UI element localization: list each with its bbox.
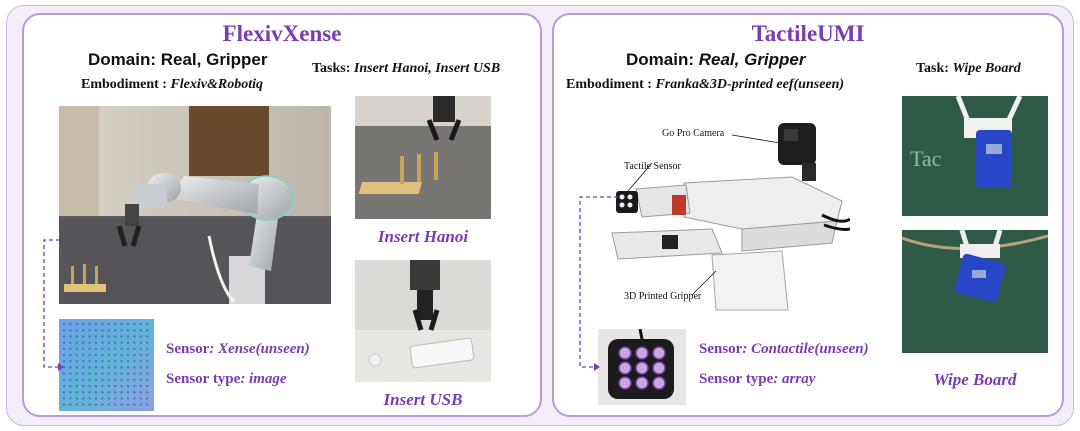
callout-tactile-sensor: Tactile Sensor (624, 161, 681, 172)
sensor-type-value: : image (240, 371, 287, 387)
callout-3d-printed-gripper: 3D Printed Gripper (624, 291, 702, 302)
wipe-board-photo-top: Tac (902, 96, 1048, 216)
panel-title-tactileumi: TactileUMI (751, 21, 865, 46)
sensor-label: Sensor (166, 341, 210, 357)
insert-hanoi-photo (355, 96, 491, 219)
tasks-label: Tasks: (312, 61, 351, 76)
domain-label: Domain: (88, 50, 156, 69)
embodiment-label: Embodiment : (566, 77, 652, 92)
tactileumi-gripper-photo (592, 105, 850, 313)
tactileumi-panel: TactileUMI Domain: Real, Gripper Embodim… (552, 13, 1064, 417)
sensor-type-value: : array (773, 371, 816, 387)
svg-text:Tac: Tac (910, 146, 942, 171)
sensor-type-line: Sensor type: image (166, 371, 287, 388)
sensor-line: Sensor: Contactile(unseen) (699, 341, 869, 358)
embodiment-value: Franka&3D-printed eef(unseen) (655, 77, 845, 92)
domain-value: Real, Gripper (698, 50, 806, 69)
embodiment-line: Embodiment : Franka&3D-printed eef(unsee… (566, 77, 844, 93)
sensor-value: : Xense(unseen) (209, 341, 310, 357)
panel-title-flexivxense: FlexivXense (222, 21, 342, 46)
embodiment-value: Flexiv&Robotiq (170, 77, 264, 92)
caption-wipe-board: Wipe Board (933, 370, 1017, 389)
domain-label: Domain: (626, 50, 694, 69)
contactile-sensor-image (598, 329, 686, 405)
sensor-label: Sensor (699, 341, 743, 357)
insert-usb-photo (355, 260, 491, 382)
domain-line: Domain: Real, Gripper (88, 50, 268, 70)
task-line: Task: Wipe Board (916, 61, 1021, 77)
domain-line: Domain: Real, Gripper (626, 50, 806, 70)
xense-sensor-image (59, 319, 154, 411)
flexivxense-panel: FlexivXense Domain: Real, Gripper Embodi… (22, 13, 542, 417)
sensor-type-line: Sensor type: array (699, 371, 815, 388)
sensor-type-label: Sensor type (166, 371, 241, 387)
caption-insert-hanoi: Insert Hanoi (377, 227, 469, 246)
embodiment-label: Embodiment : (81, 77, 167, 92)
embodiment-line: Embodiment : Flexiv&Robotiq (81, 77, 263, 93)
sensor-value: : Contactile(unseen) (742, 341, 869, 357)
sensor-connector-arrow (579, 196, 618, 371)
tasks-line: Tasks: Insert Hanoi, Insert USB (312, 61, 500, 77)
sensor-type-label: Sensor type (699, 371, 774, 387)
callout-go-pro-camera: Go Pro Camera (662, 128, 725, 139)
task-label: Task: (916, 61, 949, 76)
wipe-board-photo-bottom (902, 230, 1048, 353)
sensor-line: Sensor: Xense(unseen) (166, 341, 310, 358)
task-value: Wipe Board (952, 61, 1021, 76)
robot-arm-photo (59, 106, 331, 304)
tasks-value: Insert Hanoi, Insert USB (353, 61, 501, 76)
sensor-connector-arrow (43, 239, 64, 371)
caption-insert-usb: Insert USB (383, 390, 463, 409)
domain-value: Real, Gripper (160, 50, 268, 69)
